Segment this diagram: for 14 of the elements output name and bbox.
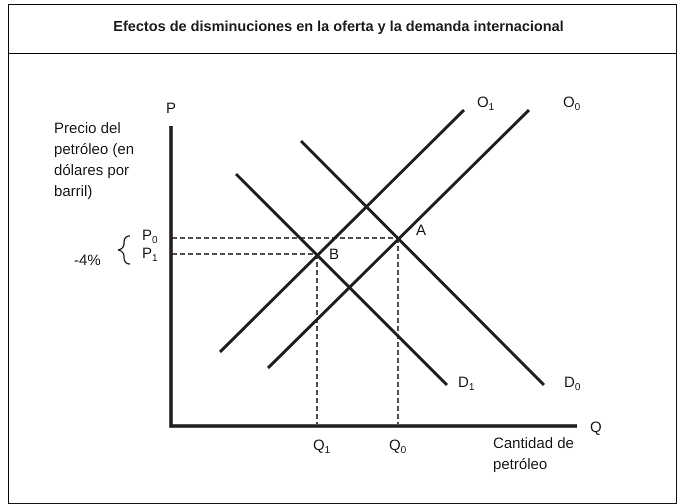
curve-label: Q$_{1}$ — [313, 436, 330, 458]
axis-label: Q — [590, 418, 602, 438]
chart-title: Efectos de disminuciones en la oferta y la demanda internacional — [112, 19, 565, 35]
percent-change-label: -4% — [74, 251, 101, 271]
curve-label: Q$_{0}$ — [389, 436, 406, 458]
curve-label: D$_{0}$ — [564, 373, 580, 395]
point-label: A — [416, 221, 426, 241]
curve-label: O$_{1}$ — [477, 93, 494, 115]
curve-label: O$_{0}$ — [563, 93, 580, 115]
axis-title: Precio del petróleo (en dólares por barril) — [54, 119, 136, 202]
axis-label: P — [166, 99, 176, 119]
curve-label: D$_{1}$ — [458, 373, 474, 395]
axis-title: Cantidad de petróleo — [493, 434, 575, 475]
point-label: B — [329, 245, 340, 265]
